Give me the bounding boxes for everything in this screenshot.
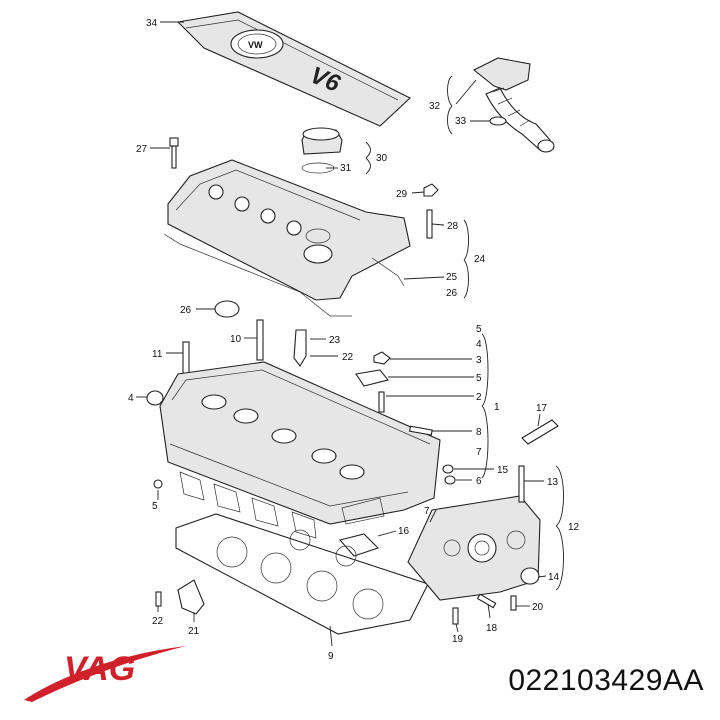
callout-30: 30 <box>376 153 388 164</box>
callout-13: 13 <box>547 477 559 488</box>
callout-12: 12 <box>568 522 580 533</box>
callout-4: 4 <box>128 393 134 404</box>
callout-7: 7 <box>476 447 482 458</box>
callout-labels: 34 27 31 30 32 33 29 28 24 25 26 26 10 1… <box>128 18 580 662</box>
callout-9: 9 <box>328 651 334 662</box>
callout-33: 33 <box>455 116 467 127</box>
callout-34: 34 <box>146 18 158 29</box>
callout-5-top: 5 <box>476 324 482 335</box>
bolt-10 <box>256 319 264 361</box>
callout-8: 8 <box>476 427 482 438</box>
callout-14: 14 <box>548 572 560 583</box>
callout-5b: 5 <box>476 373 482 384</box>
callout-31: 31 <box>340 163 352 174</box>
callout-16: 16 <box>398 526 410 537</box>
callout-22b: 22 <box>152 616 164 627</box>
callout-10: 10 <box>230 334 242 345</box>
callout-3: 3 <box>476 355 482 366</box>
bolt-8 <box>408 425 433 436</box>
seal-26 <box>214 300 240 318</box>
sealant-tube-17 <box>521 419 559 445</box>
head-gasket <box>175 513 429 635</box>
bracket-21 <box>177 579 205 615</box>
plug-6 <box>444 475 456 485</box>
callout-24: 24 <box>474 254 486 265</box>
gasket-16 <box>338 533 380 557</box>
bearing-cap-group <box>355 351 391 413</box>
bracket-23 <box>293 329 307 367</box>
bolt-19 <box>452 607 459 625</box>
part-number: 022103429AA <box>508 664 704 697</box>
callout-22: 22 <box>342 352 354 363</box>
bolt-22b <box>155 591 162 607</box>
callout-21: 21 <box>188 626 200 637</box>
brand-name: VAG <box>64 650 135 688</box>
plug-5 <box>153 479 163 489</box>
bolt-20 <box>510 595 517 611</box>
plug-15 <box>442 464 454 474</box>
callout-11: 11 <box>152 349 163 360</box>
cover-logo-text: VW <box>248 40 263 50</box>
cylinder-head <box>159 361 441 539</box>
callout-7b: 7 <box>424 506 430 517</box>
engine-cover: VW V6 <box>176 11 411 127</box>
callout-6: 6 <box>476 476 482 487</box>
plug-4 <box>146 390 164 406</box>
callout-18: 18 <box>486 623 498 634</box>
bolt-18 <box>476 593 497 609</box>
stud-28-29 <box>423 183 439 239</box>
callout-23: 23 <box>329 335 341 346</box>
seal-14 <box>520 567 540 585</box>
callout-32: 32 <box>429 101 441 112</box>
callout-17: 17 <box>536 403 548 414</box>
cylinder-head-cover <box>163 159 411 317</box>
callout-5: 5 <box>152 501 158 512</box>
callout-15: 15 <box>497 465 509 476</box>
bolt-27 <box>169 137 179 169</box>
callout-1: 1 <box>494 402 500 413</box>
callout-27: 27 <box>136 144 148 155</box>
callout-4-top: 4 <box>476 339 482 350</box>
callout-29: 29 <box>396 189 408 200</box>
leader-lines <box>136 21 564 647</box>
callout-2: 2 <box>476 392 482 403</box>
callout-28: 28 <box>447 221 459 232</box>
callout-25: 25 <box>446 272 458 283</box>
oil-filler-cap <box>301 127 343 174</box>
callout-20: 20 <box>532 602 544 613</box>
stud-13 <box>518 465 525 503</box>
vag-logo: VAG <box>24 646 186 702</box>
logo-swoosh <box>24 646 186 702</box>
callout-26: 26 <box>180 305 192 316</box>
callout-19: 19 <box>452 634 464 645</box>
callout-26b: 26 <box>446 288 458 299</box>
breather-hose <box>472 57 555 153</box>
timing-housing <box>407 495 541 601</box>
